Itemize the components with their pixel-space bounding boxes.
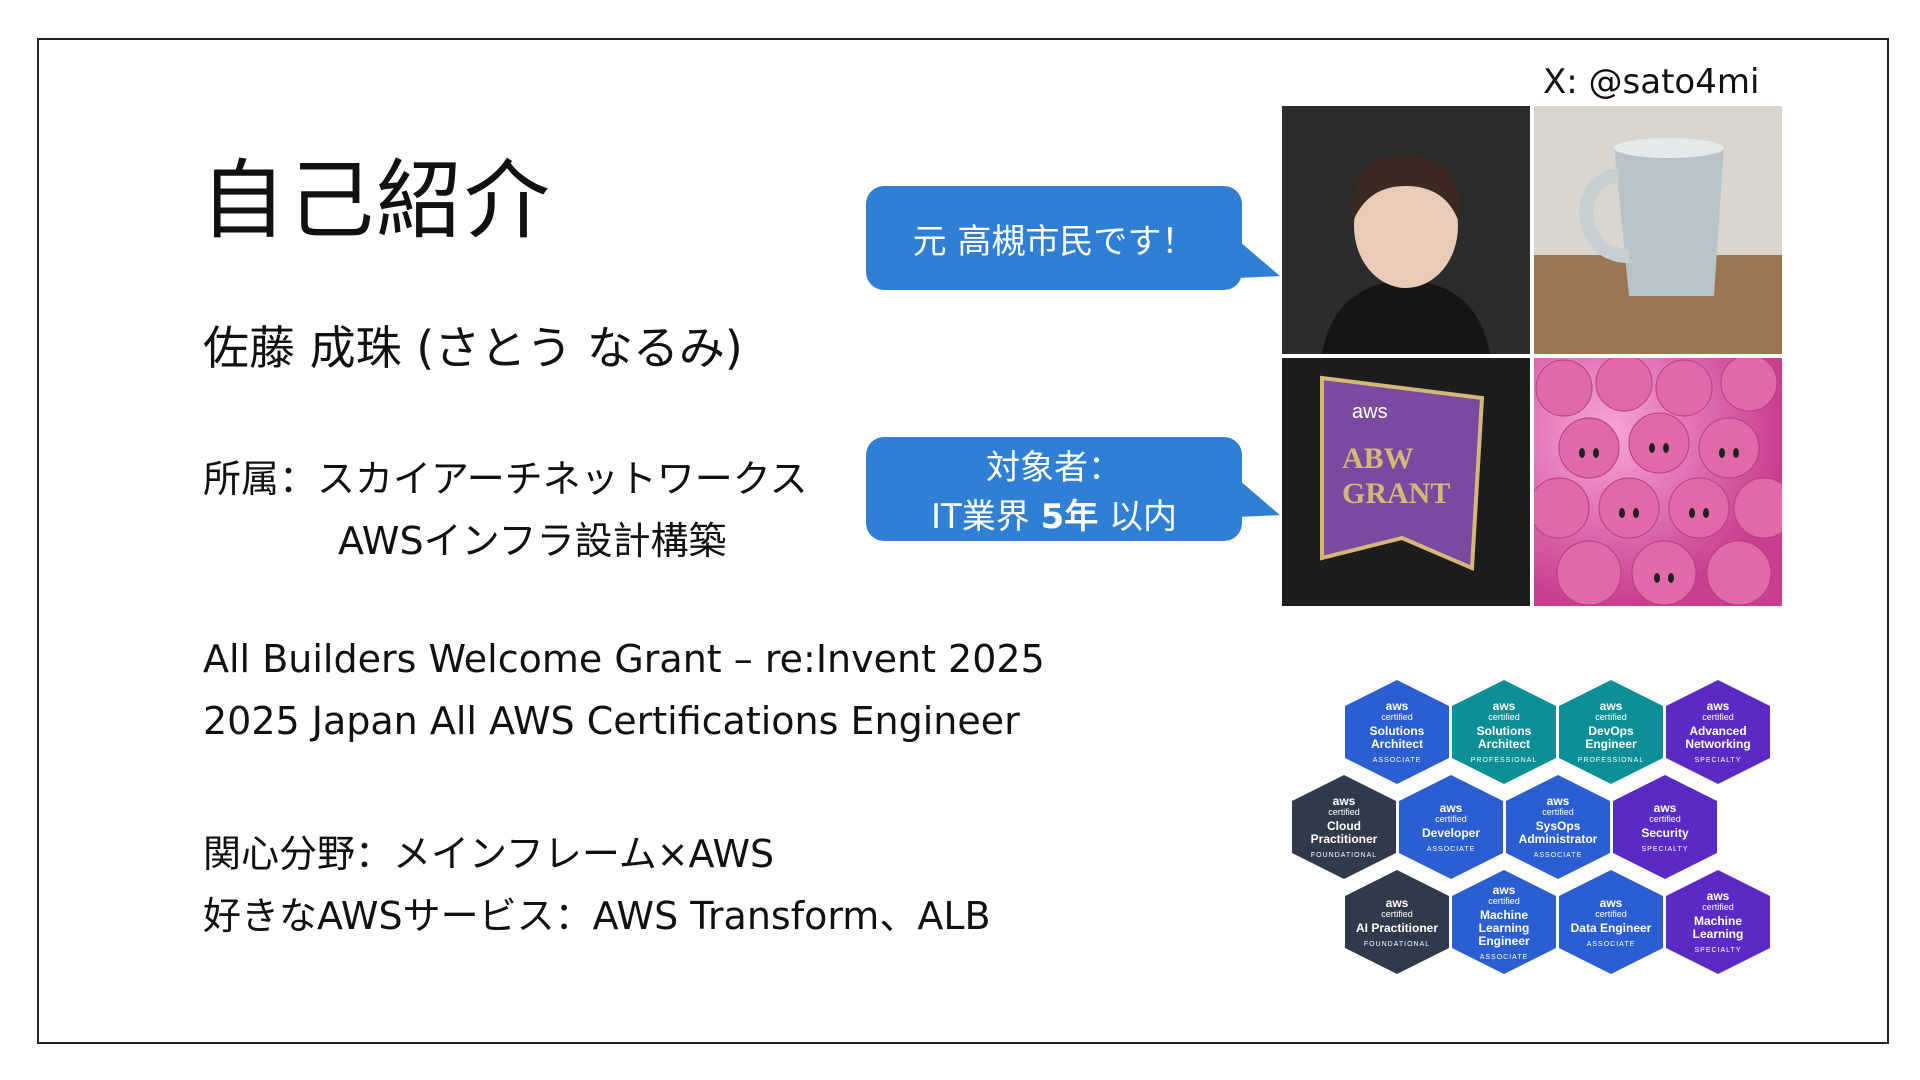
cert-name: DevOps Engineer <box>1585 724 1637 751</box>
affiliation-role: AWSインフラ設計構築 <box>338 519 727 563</box>
aws-logo: aws <box>1385 699 1409 713</box>
favorite-services: 好きなAWSサービス：AWS Transform、ALB <box>203 894 991 938</box>
cert-certified-label: certified <box>1488 712 1520 722</box>
svg-text:GRANT: GRANT <box>1342 477 1450 510</box>
cert-name: SysOps Administrator <box>1518 819 1598 846</box>
callout-audience-detail: IT業界 5年 以内 <box>930 497 1178 537</box>
cert-name: Cloud Practitioner <box>1310 819 1378 846</box>
cert-name: Advanced Networking <box>1685 724 1751 751</box>
mug-photo <box>1534 106 1782 354</box>
svg-text:aws: aws <box>1352 401 1388 423</box>
cert-certified-label: certified <box>1649 813 1681 824</box>
callout-hometown: 元 高槻市民です！ <box>866 186 1280 295</box>
cert-certified-label: certified <box>1381 712 1413 722</box>
cert-name: Data Engineer <box>1570 920 1652 935</box>
cert-level: ASSOCIATE <box>1426 845 1476 853</box>
cert-certified-label: certified <box>1488 895 1520 906</box>
aws-logo: aws <box>1439 800 1463 815</box>
aws-logo: aws <box>1653 800 1677 815</box>
abw-grant-badge-photo: aws ABW GRANT <box>1282 358 1530 606</box>
aws-logo: aws <box>1332 794 1356 808</box>
cert-certified-label: certified <box>1595 908 1627 919</box>
cert-certified-label: certified <box>1702 902 1734 912</box>
cert-name: Solutions Architect <box>1476 724 1532 751</box>
aws-logo: aws <box>1492 699 1516 713</box>
cert-certified-label: certified <box>1381 908 1413 919</box>
cert-level: PROFESSIONAL <box>1470 757 1538 764</box>
aws-logo: aws <box>1706 889 1730 903</box>
cert-certified-label: certified <box>1542 807 1574 817</box>
presenter-name: 佐藤 成珠 (さとう なるみ) <box>203 321 743 375</box>
x-handle: X: @sato4mi <box>1543 62 1760 102</box>
slide-title: 自己紹介 <box>200 151 552 251</box>
cert-level: ASSOCIATE <box>1479 953 1529 961</box>
cert-name: Solutions Architect <box>1369 724 1425 751</box>
cert-name: AI Practitioner <box>1355 920 1439 935</box>
cert-name: Developer <box>1421 825 1481 840</box>
cert-name: Security <box>1641 825 1689 840</box>
cert-certified-label: certified <box>1595 712 1627 722</box>
svg-text:ABW: ABW <box>1342 442 1414 475</box>
cert-name: Machine Learning <box>1692 914 1744 941</box>
affiliation-company: 所属：スカイアーチネットワークス <box>203 457 808 501</box>
aws-logo: aws <box>1492 882 1516 897</box>
cert-level: PROFESSIONAL <box>1577 757 1645 764</box>
aws-logo: aws <box>1385 895 1409 910</box>
cert-name: Machine Learning Engineer <box>1478 907 1530 948</box>
portrait-photo <box>1282 106 1530 354</box>
slide-frame <box>37 38 1889 1044</box>
aws-logo: aws <box>1599 895 1623 910</box>
cert-level: ASSOCIATE <box>1533 852 1583 859</box>
aws-logo: aws <box>1706 699 1730 713</box>
cert-level: ASSOCIATE <box>1372 757 1422 764</box>
cert-level: ASSOCIATE <box>1586 940 1636 948</box>
cert-level: FOUNDATIONAL <box>1310 852 1378 859</box>
plush-toys-photo <box>1534 358 1782 606</box>
cert-level: FOUNDATIONAL <box>1363 940 1431 948</box>
cert-level: SPECIALTY <box>1694 757 1742 764</box>
cert-level: SPECIALTY <box>1694 947 1742 954</box>
aws-logo: aws <box>1546 794 1570 808</box>
cert-certified-label: certified <box>1435 813 1467 824</box>
callout-audience: 対象者： IT業界 5年 以内 <box>866 437 1280 541</box>
cert-level: SPECIALTY <box>1641 845 1689 853</box>
callout-audience-label: 対象者： <box>986 448 1122 488</box>
aws-logo: aws <box>1599 699 1623 713</box>
interest-field: 関心分野：メインフレーム×AWS <box>203 832 775 876</box>
callout-hometown-text: 元 高槻市民です！ <box>912 221 1196 262</box>
achievement-certifications: 2025 Japan All AWS Certifications Engine… <box>203 699 1020 743</box>
achievement-grant: All Builders Welcome Grant – re:Invent 2… <box>203 637 1045 681</box>
photo-grid: aws ABW GRANT <box>1282 106 1782 606</box>
cert-certified-label: certified <box>1702 712 1734 722</box>
cert-certified-label: certified <box>1328 807 1360 817</box>
